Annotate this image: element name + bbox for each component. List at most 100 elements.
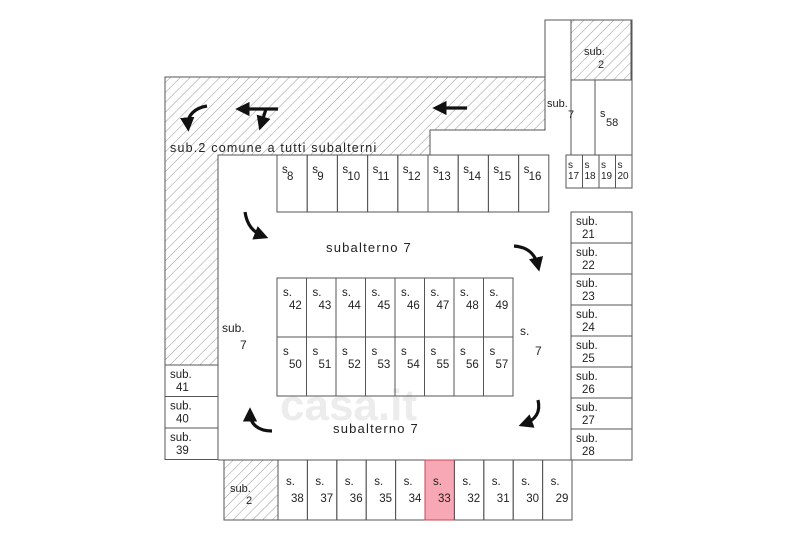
space-prefix: sub. <box>170 401 192 413</box>
space-prefix: s <box>463 164 469 176</box>
space-prefix: s. <box>492 476 501 488</box>
space-number: 55 <box>437 359 450 371</box>
space-number: 36 <box>350 493 363 505</box>
parking-space-34[interactable] <box>395 459 426 521</box>
space-number: 48 <box>466 300 479 312</box>
parking-space-28[interactable] <box>570 428 633 461</box>
curve-arrow-icon <box>513 244 544 272</box>
space-prefix: s. <box>551 476 560 488</box>
parking-space-32[interactable] <box>453 459 485 521</box>
space-number: 57 <box>496 359 509 371</box>
space-prefix: sub. <box>576 278 598 290</box>
space-prefix: s. <box>433 476 442 488</box>
space-prefix: s <box>460 346 466 358</box>
space-number: 28 <box>582 446 595 458</box>
sub7-left-label-b: 7 <box>240 338 247 352</box>
curve-arrow-icon <box>518 399 541 428</box>
parking-space-57[interactable] <box>483 336 514 397</box>
space-prefix: s. <box>462 476 471 488</box>
parking-space-30[interactable] <box>512 459 544 521</box>
space-number: 43 <box>319 300 332 312</box>
space-number: 33 <box>438 493 451 505</box>
space-number: 21 <box>582 229 595 241</box>
sub7-right-label-b: 7 <box>535 344 542 358</box>
curve-arrow-icon <box>242 407 273 433</box>
parking-spaces: s8s9s10s11s12s13s14s15s16s17s18s19s20s.4… <box>164 154 633 521</box>
space-number: 54 <box>407 359 420 371</box>
hatched-common-area <box>164 19 632 521</box>
space-prefix: s <box>342 164 348 176</box>
space-prefix: s. <box>404 476 413 488</box>
space-number: 41 <box>176 382 189 394</box>
space-prefix: s. <box>401 287 410 299</box>
space-number: 23 <box>582 291 595 303</box>
space-number: 22 <box>582 260 595 272</box>
circulation-arrows <box>180 100 544 433</box>
space-number: 26 <box>582 384 595 396</box>
space-prefix: s <box>568 160 573 171</box>
space-prefix: sub. <box>170 432 192 444</box>
space-prefix: s. <box>345 476 354 488</box>
space-number: 32 <box>467 493 480 505</box>
space-prefix: s <box>601 160 606 171</box>
space-prefix: s <box>493 164 499 176</box>
parking-space-20[interactable] <box>615 154 633 189</box>
space-number: 27 <box>582 415 595 427</box>
parking-space-16[interactable] <box>518 154 550 213</box>
space-number: 47 <box>437 300 450 312</box>
space-number: 51 <box>319 359 332 371</box>
space-number: 24 <box>582 322 595 334</box>
space-number: 39 <box>176 445 189 457</box>
space-prefix: s. <box>283 287 292 299</box>
space-number: 44 <box>348 300 361 312</box>
space-prefix: s <box>585 160 590 171</box>
turn-icon <box>256 108 271 131</box>
space-prefix: s. <box>286 476 295 488</box>
space-number: 50 <box>289 359 302 371</box>
space-prefix: s. <box>431 287 440 299</box>
space-number: 20 <box>618 171 630 182</box>
parking-space-39[interactable] <box>164 427 219 460</box>
space-number: 8 <box>287 171 293 183</box>
space-number: 37 <box>320 493 333 505</box>
space-number: 45 <box>378 300 391 312</box>
parking-space-37[interactable] <box>306 459 338 521</box>
parking-space-29[interactable] <box>542 459 573 521</box>
curve-arrow-icon <box>243 211 269 240</box>
space-prefix: s <box>618 160 623 171</box>
space-number: 46 <box>407 300 420 312</box>
s58-label-b: 58 <box>606 117 618 129</box>
space-number: 40 <box>176 414 189 426</box>
space-number: 11 <box>378 171 390 183</box>
space-prefix: s. <box>374 476 383 488</box>
sub7-right-label-a: s. <box>520 324 529 338</box>
space-number: 16 <box>529 171 542 183</box>
space-prefix: s. <box>315 476 324 488</box>
space-prefix: sub. <box>576 247 598 259</box>
space-number: 42 <box>289 300 302 312</box>
space-number: 53 <box>378 359 391 371</box>
parking-space-35[interactable] <box>365 459 397 521</box>
space-prefix: s <box>313 346 319 358</box>
space-number: 49 <box>496 300 509 312</box>
space-prefix: s. <box>313 287 322 299</box>
space-number: 13 <box>438 171 451 183</box>
space-prefix: s <box>524 164 530 176</box>
parking-space-33[interactable] <box>424 459 455 521</box>
space-prefix: s <box>342 346 348 358</box>
sub2-top-label-b: 2 <box>598 59 604 71</box>
space-prefix: s <box>372 346 378 358</box>
space-prefix: s <box>312 164 318 176</box>
parking-space-38[interactable] <box>277 459 308 521</box>
space-number: 14 <box>468 171 481 183</box>
space-number: 19 <box>601 171 613 182</box>
space-number: 30 <box>526 493 539 505</box>
parking-space-36[interactable] <box>336 459 367 521</box>
parking-space-31[interactable] <box>483 459 514 521</box>
space-prefix: sub. <box>576 402 598 414</box>
space-number: 56 <box>466 359 479 371</box>
space-prefix: s <box>283 346 289 358</box>
space-number: 29 <box>556 493 569 505</box>
space-prefix: s. <box>372 287 381 299</box>
